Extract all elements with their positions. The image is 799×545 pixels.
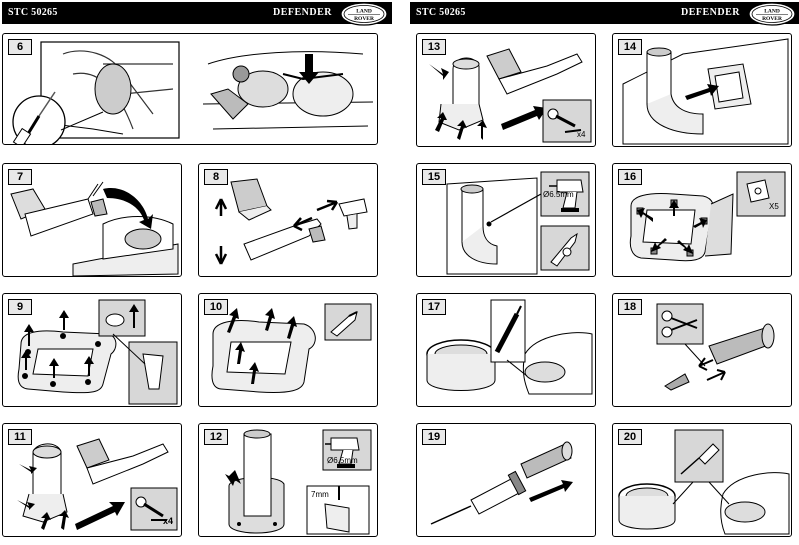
drill-size-label: Ø6.5mm [543,190,574,199]
step-panel-9: 9 [2,293,182,407]
remove-snorkel-illustration [17,438,178,531]
cut-nozzle-illustration [656,303,775,391]
vehicle-model: DEFENDER [680,7,740,18]
sealant-gun-icon [430,470,527,525]
step-number: 15 [422,169,446,185]
applicator-icon [494,305,522,354]
drill-wing-illustration [446,171,590,275]
arrow-icon [21,310,94,378]
svg-text:ROVER: ROVER [762,16,783,22]
step-number: 6 [8,39,32,55]
separate-parts-illustration [214,178,368,265]
step-number: 12 [204,429,228,445]
step-number: 18 [618,299,642,315]
page-header: STC 50265 DEFENDER LAND ROVER [2,2,392,26]
arrow-icon [529,480,573,502]
land-rover-logo: LAND ROVER [748,2,796,26]
part-number: STC 50265 [8,7,58,18]
step-panel-14: 14 [612,33,792,147]
clean-seal-illustration [426,299,593,395]
step-panel-12: 12 Ø6.5mm 7mm [198,423,378,537]
step-panel-13: 13 x4 [416,33,596,147]
arrow-icon [637,200,707,254]
arrow-icon [429,64,547,140]
engine-bay-illustration [12,41,375,144]
arrow-icon [17,464,125,530]
step-panel-18: 18 [612,293,792,407]
screw-icon [135,496,167,521]
deburr-tool-icon [550,232,578,267]
remove-fixings-illustration [17,299,178,405]
clip-nut-icon [746,179,770,203]
step-panel-8: 8 [198,163,378,277]
part-number: STC 50265 [416,7,466,18]
drill-icon [549,179,584,212]
step-panel-17: 17 [416,293,596,407]
fit-clip-nuts-illustration [629,171,786,262]
apply-sealant-illustration [618,429,790,535]
step-panel-16: 16 X5 [612,163,792,277]
scissors-icon [661,310,698,338]
clip-quantity: X5 [769,202,779,211]
sealant-gun-icon [680,443,720,475]
screw-quantity: x4 [163,516,174,526]
svg-text:ROVER: ROVER [354,16,375,22]
step-panel-15: 15 Ø6.5mm [416,163,596,277]
step-number: 20 [618,429,642,445]
step-number: 13 [422,39,446,55]
step-panel-10: 10 [198,293,378,407]
knife-icon [330,311,358,337]
step-number: 16 [618,169,642,185]
step-number: 11 [8,429,32,445]
cut-seal-illustration [211,303,372,393]
arrow-icon [299,54,319,84]
screw-icon [547,108,582,133]
step-number: 7 [8,169,32,185]
arrow-icon [103,188,153,229]
arrow-icon [225,470,241,486]
drill-size-label: Ø6.5mm [327,456,358,465]
arrow-icon [227,308,297,384]
svg-text:LAND: LAND [356,9,372,15]
step-panel-19: 19 [416,423,596,537]
step-number: 19 [422,429,446,445]
step-number: 14 [618,39,642,55]
page-header: STC 50265 DEFENDER LAND ROVER [410,2,799,26]
step-number: 10 [204,299,228,315]
fit-nozzle-illustration [430,441,573,525]
step-panel-7: 7 [2,163,182,277]
land-rover-logo: LAND ROVER [340,2,388,26]
step-panel-20: 20 [612,423,792,537]
left-page: STC 50265 DEFENDER LAND ROVER [2,0,392,545]
svg-text:LAND: LAND [764,9,780,15]
screw-quantity: x4 [577,130,586,139]
step-number: 9 [8,299,32,315]
step-panel-11: 11 x4 [2,423,182,537]
step-number: 17 [422,299,446,315]
step-number: 8 [204,169,228,185]
vehicle-model: DEFENDER [272,7,332,18]
depth-label: 7mm [311,490,329,499]
right-page: STC 50265 DEFENDER LAND ROVER [410,0,799,545]
fit-snorkel-wing-illustration [622,38,789,145]
remove-intake-illustration [10,181,179,276]
step-panel-6: 6 [2,33,378,145]
screwdriver-icon [12,91,56,144]
drill-holes-illustration [225,429,372,535]
arrow-icon [685,84,719,100]
fit-snorkel-illustration [429,48,592,143]
arrow-icon [214,198,339,265]
drill-icon [325,437,360,468]
